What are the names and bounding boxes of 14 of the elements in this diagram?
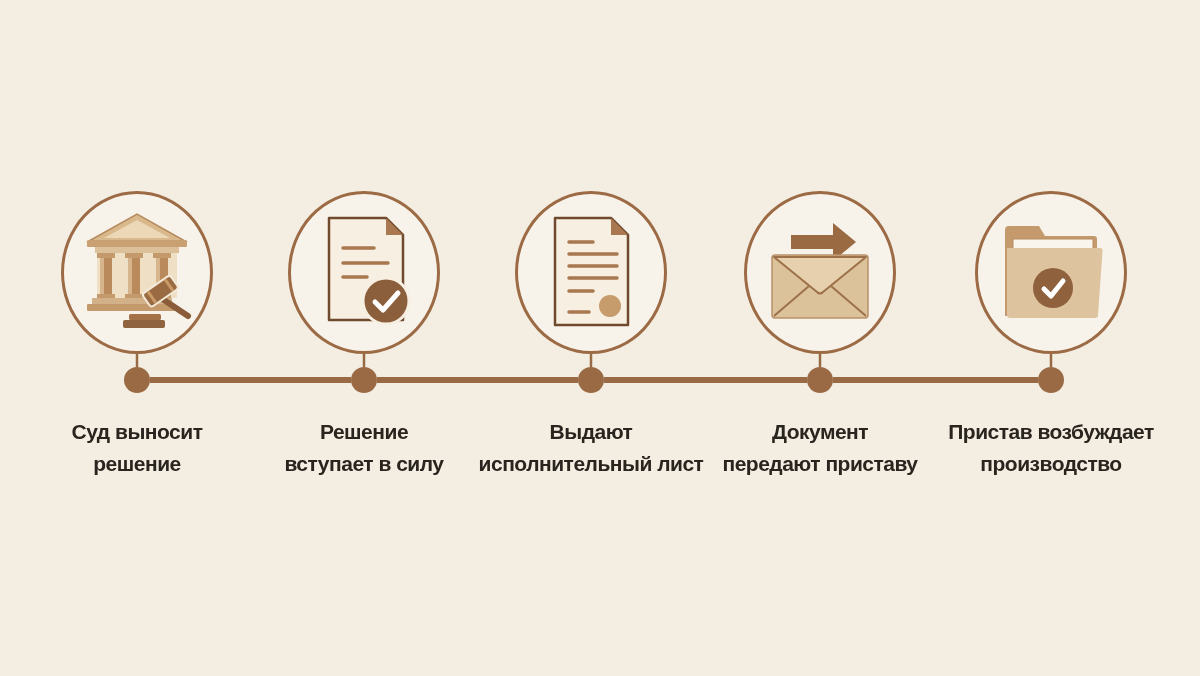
- timeline-dot: [351, 367, 377, 393]
- timeline-line: [377, 377, 578, 383]
- timeline-line: [604, 377, 807, 383]
- timeline-dot: [578, 367, 604, 393]
- step-label: Выдают исполнительный лист: [477, 419, 705, 477]
- timeline-dot: [807, 367, 833, 393]
- timeline-line: [833, 377, 1038, 383]
- timeline-dot: [124, 367, 150, 393]
- step-label: Пристав возбуждает производство: [947, 419, 1155, 477]
- timeline-dot: [1038, 367, 1064, 393]
- step-label: Решение вступает в силу: [283, 419, 445, 477]
- timeline-line: [150, 377, 351, 383]
- step-label: Суд выносит решение: [70, 419, 204, 477]
- step-label: Документ передают приставу: [721, 419, 919, 477]
